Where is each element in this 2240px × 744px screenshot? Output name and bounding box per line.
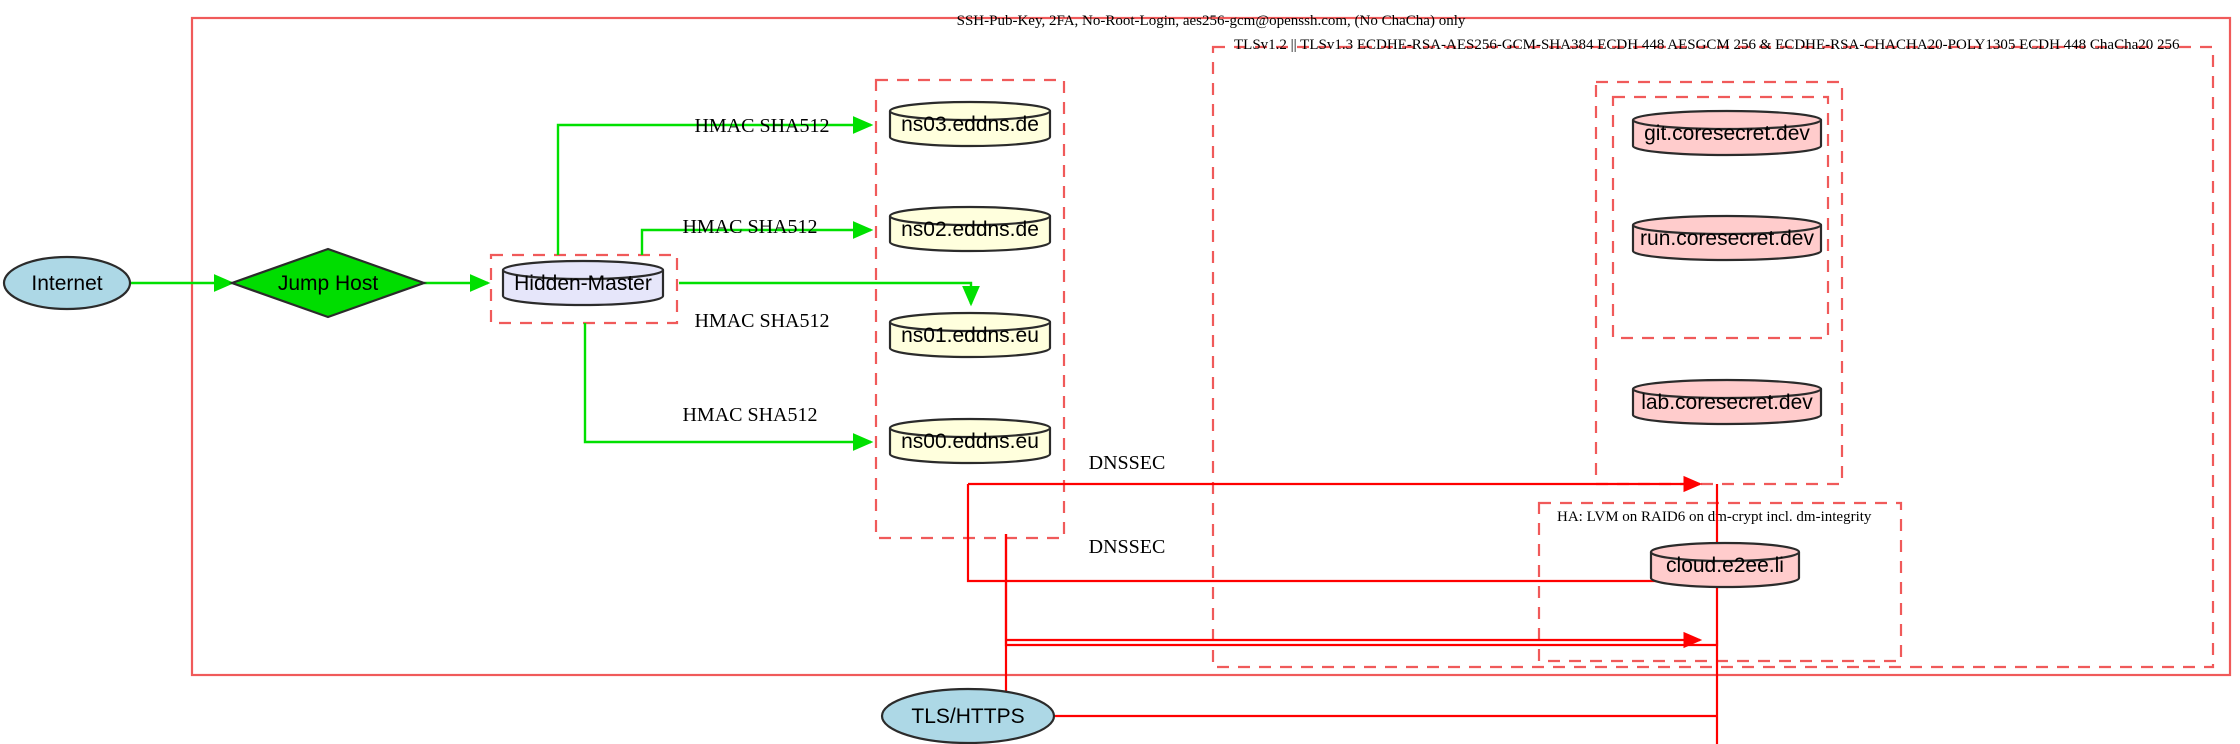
- cluster-coresecret-inner: [1611, 95, 1830, 340]
- node-jump-host[interactable]: Jump Host: [228, 247, 428, 319]
- cluster-ha-label: HA: LVM on RAID6 on dm-crypt incl. dm-in…: [1557, 509, 1872, 525]
- node-run-coresecret-shape[interactable]: [1631, 214, 1823, 262]
- cluster-dns-servers: [874, 78, 1066, 540]
- edge-dnssec-upper-path: [966, 484, 1719, 583]
- node-ns02[interactable]: ns02.eddns.de: [888, 205, 1052, 253]
- node-ns03[interactable]: ns03.eddns.de: [888, 100, 1052, 148]
- cluster-tls-border: [1211, 45, 2215, 669]
- node-cloud-e2ee-cap: [1649, 551, 1801, 563]
- edge-label-dnssec-lower: DNSSEC: [1089, 536, 1166, 558]
- node-ns03-cap: [888, 110, 1052, 122]
- edge-label-hmac-ns01: HMAC SHA512: [694, 310, 829, 332]
- node-lab-coresecret[interactable]: lab.coresecret.dev: [1631, 378, 1823, 426]
- node-hidden-master-shape[interactable]: [501, 259, 665, 307]
- cluster-ha: HA: LVM on RAID6 on dm-crypt incl. dm-in…: [1537, 501, 1903, 663]
- node-internet-shape[interactable]: [2, 255, 132, 311]
- edge-hidden-master-to-ns00: [583, 323, 874, 451]
- cluster-coresecret-outer-border: [1594, 80, 1844, 486]
- node-ns02-shape[interactable]: [888, 205, 1052, 253]
- node-tls-https-label: TLS/HTTPS: [911, 705, 1024, 728]
- node-ns00-shape[interactable]: [888, 417, 1052, 465]
- node-git-coresecret[interactable]: git.coresecret.dev: [1631, 109, 1823, 157]
- node-run-coresecret[interactable]: run.coresecret.dev: [1631, 214, 1823, 262]
- node-ns00-label: ns00.eddns.eu: [901, 430, 1039, 453]
- node-ns00[interactable]: ns00.eddns.eu: [888, 417, 1052, 465]
- node-tls-https-shape[interactable]: [880, 687, 1056, 744]
- edge-hidden-master-to-ns03: [556, 116, 874, 255]
- cluster-dns-border: [874, 78, 1066, 540]
- node-ns00-cap: [888, 427, 1052, 439]
- node-ns01-label: ns01.eddns.eu: [901, 324, 1039, 347]
- cluster-ssh: SSH-Pub-Key, 2FA, No-Root-Login, aes256-…: [190, 13, 2232, 677]
- node-ns01-cap: [888, 321, 1052, 333]
- node-tls-https[interactable]: TLS/HTTPS: [880, 687, 1056, 744]
- cluster-coresecret-outer: [1594, 80, 1844, 486]
- node-ns03-shape[interactable]: [888, 100, 1052, 148]
- node-ns03-label: ns03.eddns.de: [901, 113, 1039, 136]
- node-ns01-shape[interactable]: [888, 311, 1052, 359]
- edge-label-hmac-ns02: HMAC SHA512: [682, 216, 817, 238]
- node-internet-label: Internet: [31, 272, 102, 295]
- node-jump-host-label: Jump Host: [278, 272, 379, 295]
- node-run-coresecret-cap: [1631, 224, 1823, 236]
- node-hidden-master-cap: [501, 269, 665, 281]
- node-lab-coresecret-shape[interactable]: [1631, 378, 1823, 426]
- cluster-ha-border: [1537, 501, 1903, 663]
- node-cloud-e2ee-shape[interactable]: [1649, 541, 1801, 589]
- node-lab-coresecret-label: lab.coresecret.dev: [1641, 391, 1813, 414]
- node-git-coresecret-label: git.coresecret.dev: [1644, 122, 1810, 145]
- cluster-coresecret-inner-border: [1611, 95, 1830, 340]
- node-cloud-e2ee-label: cloud.e2ee.li: [1666, 554, 1784, 577]
- edge-label-dnssec-upper: DNSSEC: [1089, 452, 1166, 474]
- cluster-ssh-border: [190, 16, 2232, 677]
- node-cloud-e2ee[interactable]: cloud.e2ee.li: [1649, 541, 1801, 589]
- edge-label-hmac-ns03: HMAC SHA512: [694, 115, 829, 137]
- edge-label-hmac-ns00: HMAC SHA512: [682, 404, 817, 426]
- node-git-coresecret-shape[interactable]: [1631, 109, 1823, 157]
- node-ns02-cap: [888, 215, 1052, 227]
- cluster-tls-label: TLSv1.2 || TLSv1.3 ECDHE-RSA-AES256-GCM-…: [1234, 37, 2180, 53]
- node-jump-host-shape[interactable]: [228, 247, 428, 319]
- node-ns01[interactable]: ns01.eddns.eu: [888, 311, 1052, 359]
- node-hidden-master[interactable]: Hidden-Master: [501, 259, 665, 307]
- node-internet[interactable]: Internet: [2, 255, 132, 311]
- cluster-ssh-label: SSH-Pub-Key, 2FA, No-Root-Login, aes256-…: [957, 13, 1466, 29]
- node-hidden-master-label: Hidden-Master: [514, 272, 652, 295]
- node-git-coresecret-cap: [1631, 119, 1823, 131]
- node-ns02-label: ns02.eddns.de: [901, 218, 1039, 241]
- cluster-tls: TLSv1.2 || TLSv1.3 ECDHE-RSA-AES256-GCM-…: [1211, 37, 2215, 669]
- edge-hidden-master-to-ns01: [679, 281, 980, 307]
- node-run-coresecret-label: run.coresecret.dev: [1640, 227, 1814, 250]
- edge-hidden-master-to-ns02: [640, 221, 874, 255]
- node-lab-coresecret-cap: [1631, 388, 1823, 400]
